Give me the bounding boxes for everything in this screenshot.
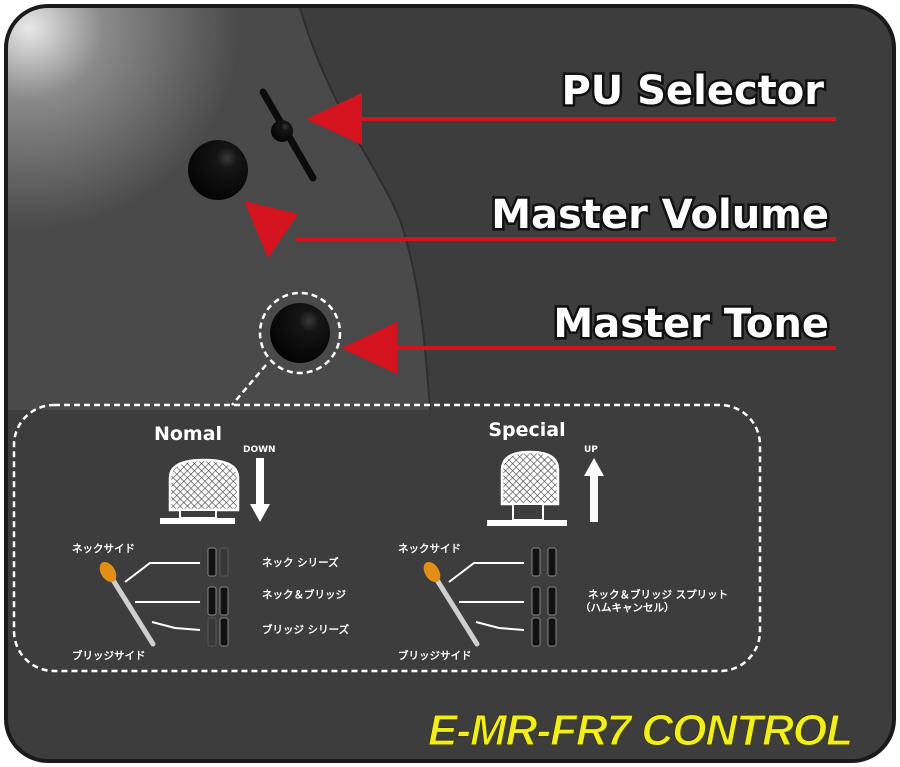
- special-neck-side: ネックサイド: [398, 543, 461, 555]
- special-description-line1: ネック＆ブリッジ スプリット: [588, 588, 728, 601]
- special-direction-label: UP: [584, 445, 598, 455]
- arrow-pu-selector: [306, 93, 836, 145]
- normal-position-neck: ネック シリーズ: [262, 556, 339, 569]
- master-tone-label: Master Tone: [553, 301, 829, 347]
- arrow-master-volume: [244, 201, 836, 258]
- knob-down-icon: [160, 458, 240, 524]
- special-pickup-icons: [531, 547, 557, 647]
- arrow-master-tone: [341, 322, 836, 374]
- normal-position-bridge: ブリッジ シリーズ: [262, 623, 350, 636]
- master-volume-knob: [188, 140, 248, 200]
- pickguard-shape: [8, 8, 430, 410]
- special-mode: Special UP ネックサイド ブリッジサイド: [398, 419, 728, 662]
- pu-selector-switch: [259, 88, 317, 182]
- normal-bridge-side: ブリッジサイド: [72, 649, 146, 662]
- knob-up-icon: [487, 450, 567, 526]
- special-title: Special: [488, 419, 565, 441]
- detail-connector: [231, 364, 267, 406]
- normal-neck-side: ネックサイド: [72, 543, 135, 555]
- arrow-down-icon: [250, 458, 270, 522]
- normal-selector-lever: [99, 561, 201, 647]
- normal-mode: Nomal DOWN ネックサイド ブリッジサイド: [72, 423, 350, 662]
- detail-box: [12, 403, 762, 673]
- normal-direction-label: DOWN: [243, 445, 276, 455]
- special-description-line2: （ハムキャンセル）: [580, 601, 675, 614]
- model-title: E-MR-FR7 CONTROL: [428, 706, 852, 755]
- normal-position-neck-bridge: ネック＆ブリッジ: [262, 588, 346, 601]
- pu-selector-label: PU Selector: [561, 68, 824, 114]
- normal-title: Nomal: [154, 423, 222, 445]
- arrow-up-icon: [584, 458, 604, 522]
- master-tone-highlight: [258, 291, 342, 375]
- master-volume-label: Master Volume: [491, 192, 829, 238]
- normal-pickup-icons: [207, 547, 229, 647]
- master-tone-knob: [270, 303, 330, 363]
- special-selector-lever: [423, 561, 525, 647]
- special-bridge-side: ブリッジサイド: [398, 649, 472, 662]
